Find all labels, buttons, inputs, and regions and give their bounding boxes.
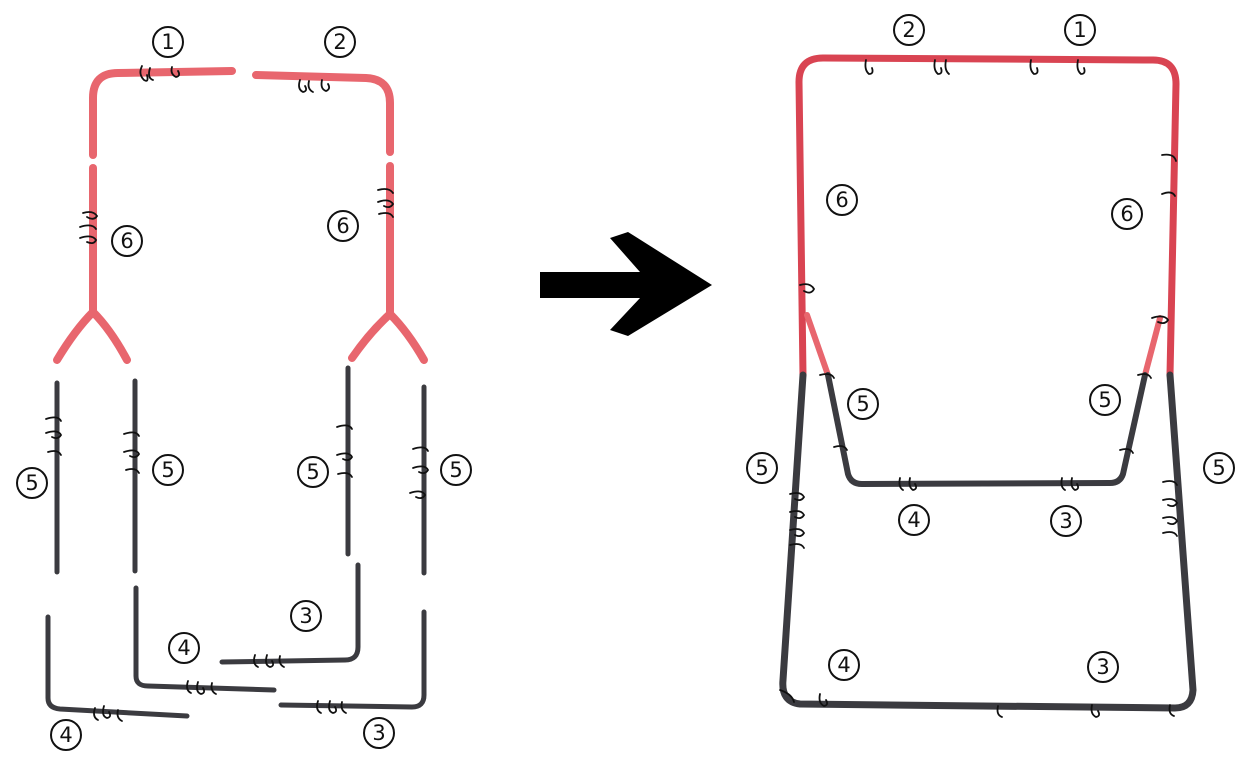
svg-text:3: 3 bbox=[1096, 655, 1109, 679]
svg-text:1: 1 bbox=[1073, 18, 1086, 42]
part-label-5-left-d: 5 bbox=[440, 454, 472, 486]
part-label-6-left-a: 6 bbox=[111, 225, 143, 257]
svg-text:5: 5 bbox=[755, 456, 768, 480]
part-label-2-left: 2 bbox=[324, 26, 356, 58]
svg-text:6: 6 bbox=[120, 229, 133, 253]
part-3-middle-l-tube bbox=[219, 562, 361, 668]
part-label-3-left-b: 3 bbox=[363, 717, 395, 749]
svg-text:3: 3 bbox=[299, 604, 312, 628]
part-5-tube-d bbox=[409, 384, 430, 576]
svg-text:5: 5 bbox=[161, 458, 174, 482]
part-label-6-right-a: 6 bbox=[826, 184, 858, 216]
part-4-middle-l-tube bbox=[133, 585, 277, 695]
svg-text:4: 4 bbox=[177, 636, 190, 660]
part-5-tube-c bbox=[336, 365, 354, 557]
svg-text:5: 5 bbox=[1212, 456, 1225, 480]
exploded-parts-view: 1 2 6 6 5 5 5 5 3 4 4 3 bbox=[16, 26, 472, 751]
part-5-tube-b bbox=[123, 378, 141, 574]
assembled-lower-frame bbox=[779, 371, 1197, 718]
part-label-5-right-d: 5 bbox=[1203, 452, 1235, 484]
right-arrow-icon bbox=[540, 232, 712, 336]
svg-text:6: 6 bbox=[336, 214, 349, 238]
svg-text:4: 4 bbox=[907, 508, 920, 532]
svg-text:5: 5 bbox=[1098, 388, 1111, 412]
svg-text:1: 1 bbox=[161, 30, 174, 54]
part-label-6-left-b: 6 bbox=[327, 210, 359, 242]
part-label-5-left-a: 5 bbox=[16, 467, 48, 499]
part-label-4-right-a: 4 bbox=[898, 504, 930, 536]
part-label-3-right-b: 3 bbox=[1087, 651, 1119, 683]
svg-text:6: 6 bbox=[835, 188, 848, 212]
part-6-left-y-tube bbox=[53, 164, 131, 364]
part-label-5-left-b: 5 bbox=[152, 454, 184, 486]
svg-text:4: 4 bbox=[59, 723, 72, 747]
part-6-right-y-tube bbox=[348, 162, 428, 364]
part-label-5-right-b: 5 bbox=[1089, 384, 1121, 416]
part-2-top-right-tube bbox=[252, 71, 394, 156]
svg-text:3: 3 bbox=[1059, 509, 1072, 533]
assembled-upper-frame bbox=[795, 54, 1180, 379]
part-label-5-right-c: 5 bbox=[746, 452, 778, 484]
svg-text:3: 3 bbox=[372, 721, 385, 745]
part-label-1-right: 1 bbox=[1064, 14, 1096, 46]
part-label-6-right-b: 6 bbox=[1111, 198, 1143, 230]
part-label-1-left: 1 bbox=[152, 26, 184, 58]
part-label-5-left-c: 5 bbox=[297, 456, 329, 488]
part-label-5-right-a: 5 bbox=[847, 388, 879, 420]
svg-text:4: 4 bbox=[837, 653, 850, 677]
part-label-4-left-b: 4 bbox=[50, 719, 82, 751]
part-3-right-l-tube bbox=[278, 609, 427, 714]
svg-text:5: 5 bbox=[306, 460, 319, 484]
svg-text:5: 5 bbox=[449, 458, 462, 482]
part-1-top-left-tube bbox=[89, 65, 236, 159]
part-label-4-left-a: 4 bbox=[168, 632, 200, 664]
part-label-3-left-a: 3 bbox=[290, 600, 322, 632]
part-label-4-right-b: 4 bbox=[828, 649, 860, 681]
part-label-3-right-a: 3 bbox=[1050, 505, 1082, 537]
svg-text:6: 6 bbox=[1120, 202, 1133, 226]
svg-text:5: 5 bbox=[856, 392, 869, 416]
part-4-left-l-tube bbox=[45, 614, 190, 722]
svg-text:5: 5 bbox=[25, 471, 38, 495]
svg-text:2: 2 bbox=[902, 18, 915, 42]
assembled-frame-view: 2 1 6 6 5 5 5 5 4 3 4 3 bbox=[746, 14, 1235, 718]
part-5-tube-a bbox=[45, 380, 63, 575]
part-label-2-right: 2 bbox=[893, 14, 925, 46]
svg-text:2: 2 bbox=[333, 30, 346, 54]
